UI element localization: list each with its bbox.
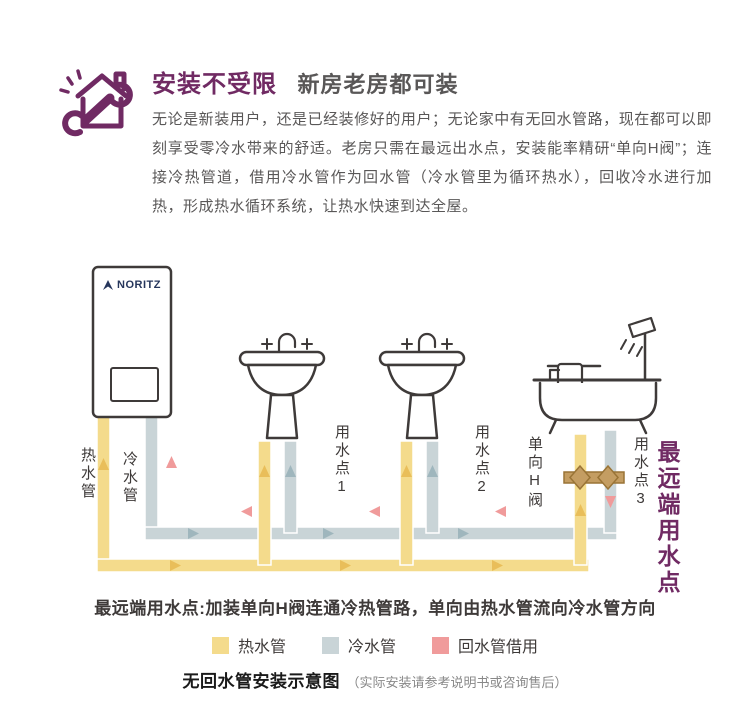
water-heater: [91, 265, 173, 419]
legend-item-hot-pipe: 热水管: [211, 633, 286, 657]
cold-pipe-label: 冷水管: [121, 451, 138, 505]
noritz-logo-mark: [103, 280, 113, 290]
water-point-2-label: 用水点2: [473, 424, 490, 498]
hot-pipe-label: 热水管: [79, 447, 96, 501]
legend-item-return-pipe: 回水管借用: [432, 633, 538, 657]
cold-flow-arrows: [188, 465, 469, 539]
installation-note: 最远端用水点:加装单向H阀连通冷热管路，单向由热水管流向冷水管方向: [94, 599, 656, 618]
return-pipe-swatch: [432, 636, 449, 654]
noritz-logo: NORITZ: [103, 279, 161, 291]
house-wrench-icon: [59, 69, 133, 137]
h-valve: [563, 464, 625, 491]
caption-title: 无回水管安装示意图: [182, 672, 341, 691]
return-flow-arrows: [166, 456, 616, 517]
bathtub: [532, 316, 662, 435]
intro-paragraph: 无论是新装用户，还是已经装修好的用户；无论家中有无回水管路，现在都可以即刻享受零…: [152, 111, 712, 215]
h-valve-label: 单向H阀: [526, 436, 543, 510]
legend-label-hot-pipe: 热水管: [237, 639, 286, 656]
legend-item-cold-pipe: 冷水管: [321, 633, 396, 657]
page-title: 安装不受限: [152, 71, 277, 98]
legend: 热水管 冷水管 回水管借用: [0, 633, 750, 657]
noritz-brand-text: NORITZ: [117, 279, 161, 291]
hot-flow-arrows: [98, 458, 586, 571]
legend-label-return-pipe: 回水管借用: [458, 639, 539, 656]
legend-label-cold-pipe: 冷水管: [347, 639, 396, 656]
water-point-3-label: 用水点3: [632, 436, 649, 510]
header: 安装不受限 新房老房都可装: [152, 64, 458, 99]
sink-1: [238, 332, 326, 440]
sink-2: [378, 332, 466, 440]
cold-pipe-swatch: [321, 636, 339, 654]
bottom-caption: 无回水管安装示意图 （实际安装请参考说明书或咨询售后）: [0, 667, 750, 692]
caption-note: （实际安装请参考说明书或咨询售后）: [346, 675, 568, 690]
water-point-1-label: 用水点1: [333, 424, 350, 498]
hot-pipe-swatch: [211, 636, 229, 654]
farthest-point-label: 最远端用水点: [654, 440, 680, 596]
page-subtitle: 新房老房都可装: [297, 72, 459, 97]
cold-pipe-run: [144, 415, 618, 541]
